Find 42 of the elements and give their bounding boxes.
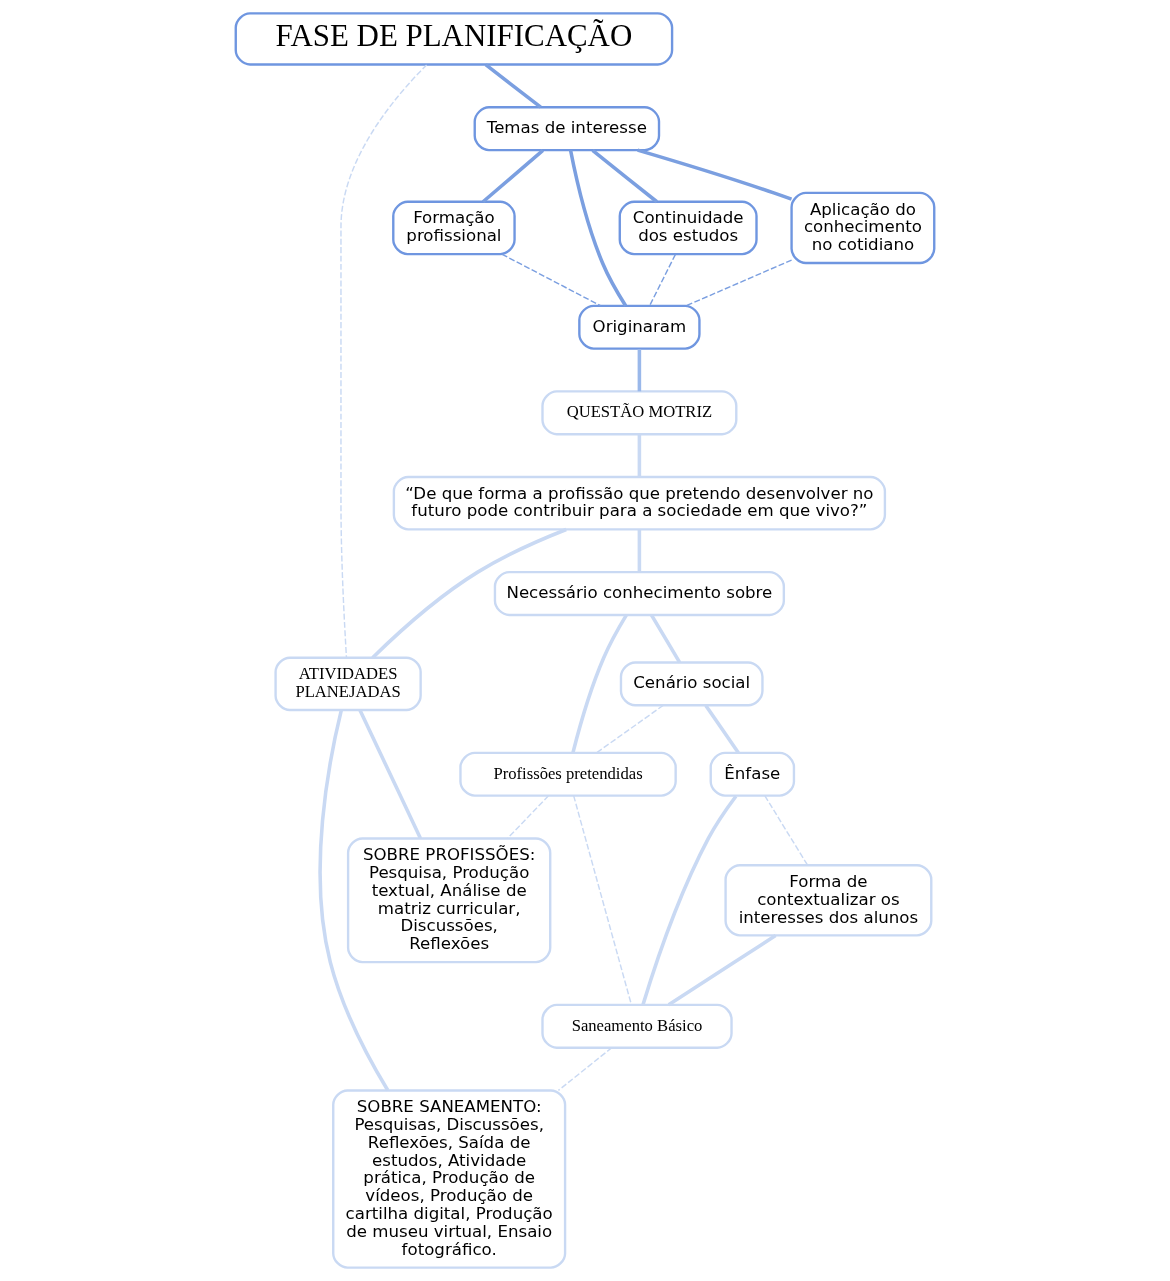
node-box: Saneamento Básico <box>541 1003 733 1049</box>
node-box: Cenário social <box>619 661 764 707</box>
connector <box>637 349 642 392</box>
node-box: Aplicação do conhecimento no cotidiano <box>790 191 936 265</box>
node-box: Forma de contextualizar os interesses dos alunos <box>724 864 933 937</box>
connector <box>557 1047 613 1092</box>
node-box: ATIVIDADES PLANEJADAS <box>274 656 422 712</box>
connector <box>568 149 628 307</box>
connector <box>667 934 777 1007</box>
connector <box>685 259 793 307</box>
node-box: Necessário conhecimento sobre <box>493 570 786 617</box>
connector <box>704 704 740 754</box>
connector <box>481 149 545 204</box>
connector <box>507 795 550 839</box>
node-box: “De que forma a profissão que pretendo desenvolver no futuro pode contribuir para a sociedade em que vivo?” <box>392 475 887 531</box>
node-box: Ênfase <box>709 751 796 797</box>
connector <box>573 795 633 1006</box>
node-box: QUESTÃO MOTRIZ <box>541 390 738 436</box>
node-box: Formação profissional <box>392 200 516 256</box>
node-box: SOBRE SANEAMENTO: Pesquisas, Discussões, Reflexões, Saída de estudos, Atividade prática, Produção de vídeos, Produção de cartilha digital, Produção de museu virtual, Ensaio fotográfico. <box>332 1089 567 1269</box>
connector <box>637 148 793 201</box>
connector <box>484 63 542 109</box>
connector <box>641 795 738 1006</box>
connector <box>637 434 642 477</box>
connector <box>501 253 602 307</box>
node-box: Originaram <box>578 304 701 350</box>
connector <box>340 64 428 659</box>
connector <box>650 614 682 664</box>
connector <box>595 704 664 754</box>
connector <box>318 710 390 1092</box>
node-box: Temas de interesse <box>473 106 661 152</box>
connector <box>637 529 642 572</box>
connector <box>571 614 628 754</box>
connector <box>591 149 658 204</box>
connector <box>764 795 809 866</box>
node-box: Continuidade dos estudos <box>618 200 758 256</box>
node-box: FASE DE PLANIFICAÇÃO <box>234 12 674 66</box>
node-box: Profissões pretendidas <box>459 751 677 797</box>
connector <box>371 527 567 659</box>
node-box: SOBRE PROFISSÕES: Pesquisa, Produção textual, Análise de matriz curricular, Discussões, Reflexões <box>346 837 552 964</box>
connector <box>358 709 423 839</box>
connector <box>648 253 677 307</box>
